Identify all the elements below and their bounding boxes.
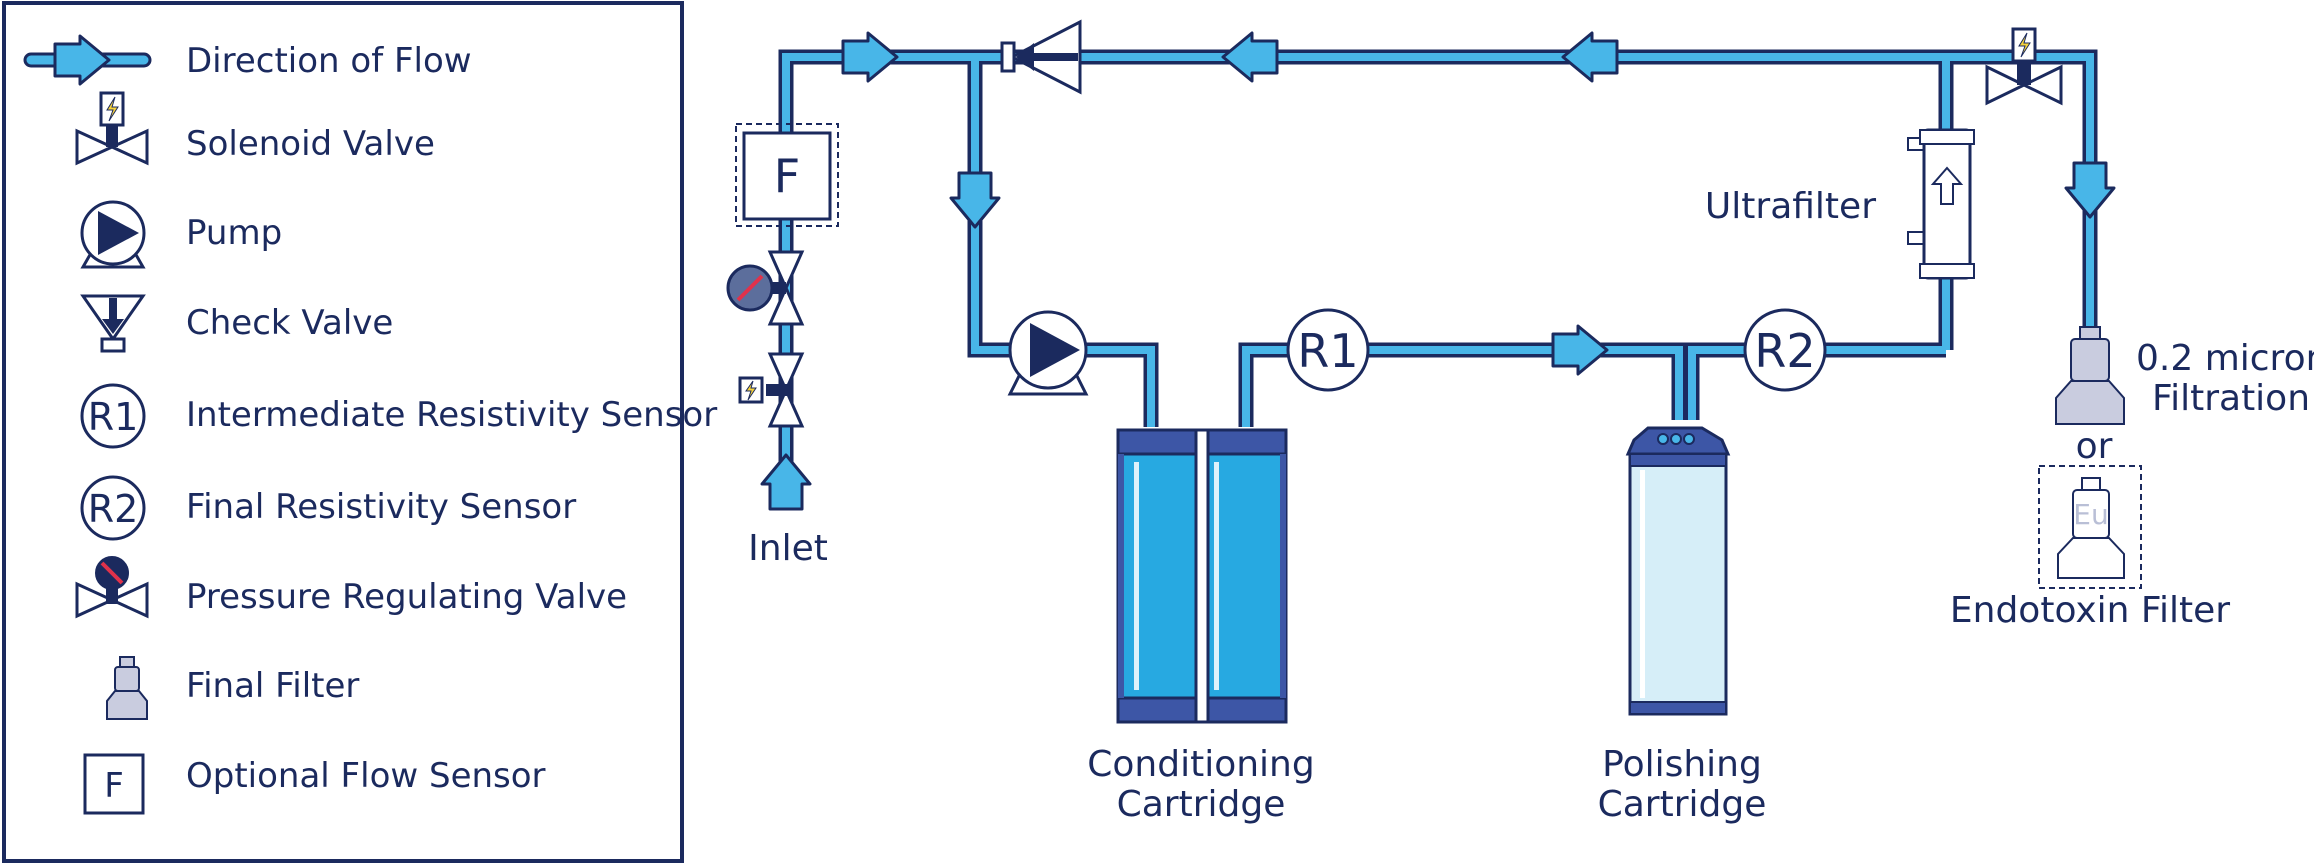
- optional-flow-sensor-outline: [735, 123, 839, 227]
- legend-flow-sensor-icon: F: [83, 753, 145, 815]
- pump: [1007, 310, 1089, 396]
- legend-final-filter-icon: [106, 656, 148, 720]
- legend-label-final-filter: Final Filter: [186, 666, 359, 706]
- legend-label-check-valve: Check Valve: [186, 303, 393, 343]
- flow-arrow-top-3: [1561, 31, 1619, 83]
- endotoxin-filter: Eu: [2038, 465, 2142, 589]
- endotoxin-symbol: Eu: [2073, 498, 2108, 531]
- or-label: or: [2076, 426, 2113, 467]
- legend-flow-arrow-icon: [23, 34, 152, 86]
- flow-arrow-top-2: [1221, 31, 1279, 83]
- legend-r2-symbol: R2: [88, 487, 139, 531]
- legend-pressure-regulating-valve-icon: [75, 556, 149, 619]
- legend-r1-symbol: R1: [88, 395, 139, 439]
- legend: Direction of Flow Solenoid Valve Pump Ch…: [2, 1, 717, 863]
- legend-check-valve-icon: [80, 294, 146, 353]
- flow-arrow-mid: [1551, 324, 1609, 376]
- polishing-label-1: Polishing: [1602, 744, 1762, 785]
- polishing-label-2: Cartridge: [1598, 784, 1767, 825]
- filtration-label-2: Filtration: [2152, 378, 2310, 419]
- polishing-cartridge: [1625, 426, 1731, 716]
- legend-label-r1: Intermediate Resistivity Sensor: [186, 395, 717, 435]
- check-valve: [1000, 19, 1082, 95]
- r1-symbol: R1: [1297, 324, 1358, 378]
- optional-flow-sensor: [742, 131, 832, 221]
- r1-sensor: R1: [1286, 308, 1370, 392]
- pipe-main-loop: [778, 49, 2098, 472]
- legend-flow-sensor-symbol: F: [104, 766, 124, 806]
- flow-arrow-down-1: [949, 171, 1001, 229]
- legend-label-solenoid: Solenoid Valve: [186, 124, 435, 164]
- conditioning-label-1: Conditioning: [1087, 744, 1314, 785]
- final-filter: [2055, 326, 2125, 425]
- legend-pump-icon: [80, 200, 146, 269]
- filtration-label-1: 0.2 micron: [2136, 338, 2314, 379]
- inlet-assembly: F Inlet: [726, 123, 839, 569]
- flow-arrow-down-2: [2064, 161, 2116, 219]
- r2-sensor: R2: [1743, 308, 1827, 392]
- inlet-solenoid-valve: [738, 352, 805, 428]
- outlet-solenoid-valve: [1985, 27, 2063, 106]
- pressure-regulating-valve: [726, 250, 805, 326]
- flow-sensor-symbol: F: [774, 149, 800, 203]
- inlet-flow-arrow-icon: [760, 453, 812, 511]
- conditioning-cartridge: [1116, 428, 1288, 724]
- legend-solenoid-valve-icon: [75, 91, 149, 166]
- inlet-label: Inlet: [748, 528, 828, 569]
- r2-symbol: R2: [1754, 324, 1815, 378]
- ultrafilter: [1907, 128, 1975, 280]
- endotoxin-label: Endotoxin Filter: [1950, 590, 2230, 631]
- conditioning-label-2: Cartridge: [1117, 784, 1286, 825]
- ultrafilter-label: Ultrafilter: [1705, 186, 1876, 227]
- legend-label-flow: Direction of Flow: [186, 41, 472, 81]
- legend-label-pump: Pump: [186, 213, 282, 253]
- legend-label-r2: Final Resistivity Sensor: [186, 487, 576, 527]
- legend-label-pressure-valve: Pressure Regulating Valve: [186, 577, 627, 617]
- legend-r1-sensor-icon: R1: [80, 383, 146, 449]
- legend-label-flow-sensor: Optional Flow Sensor: [186, 756, 546, 796]
- pipe-network: [778, 49, 2098, 472]
- legend-r2-sensor-icon: R2: [80, 475, 146, 541]
- flow-arrow-top-1: [841, 31, 899, 83]
